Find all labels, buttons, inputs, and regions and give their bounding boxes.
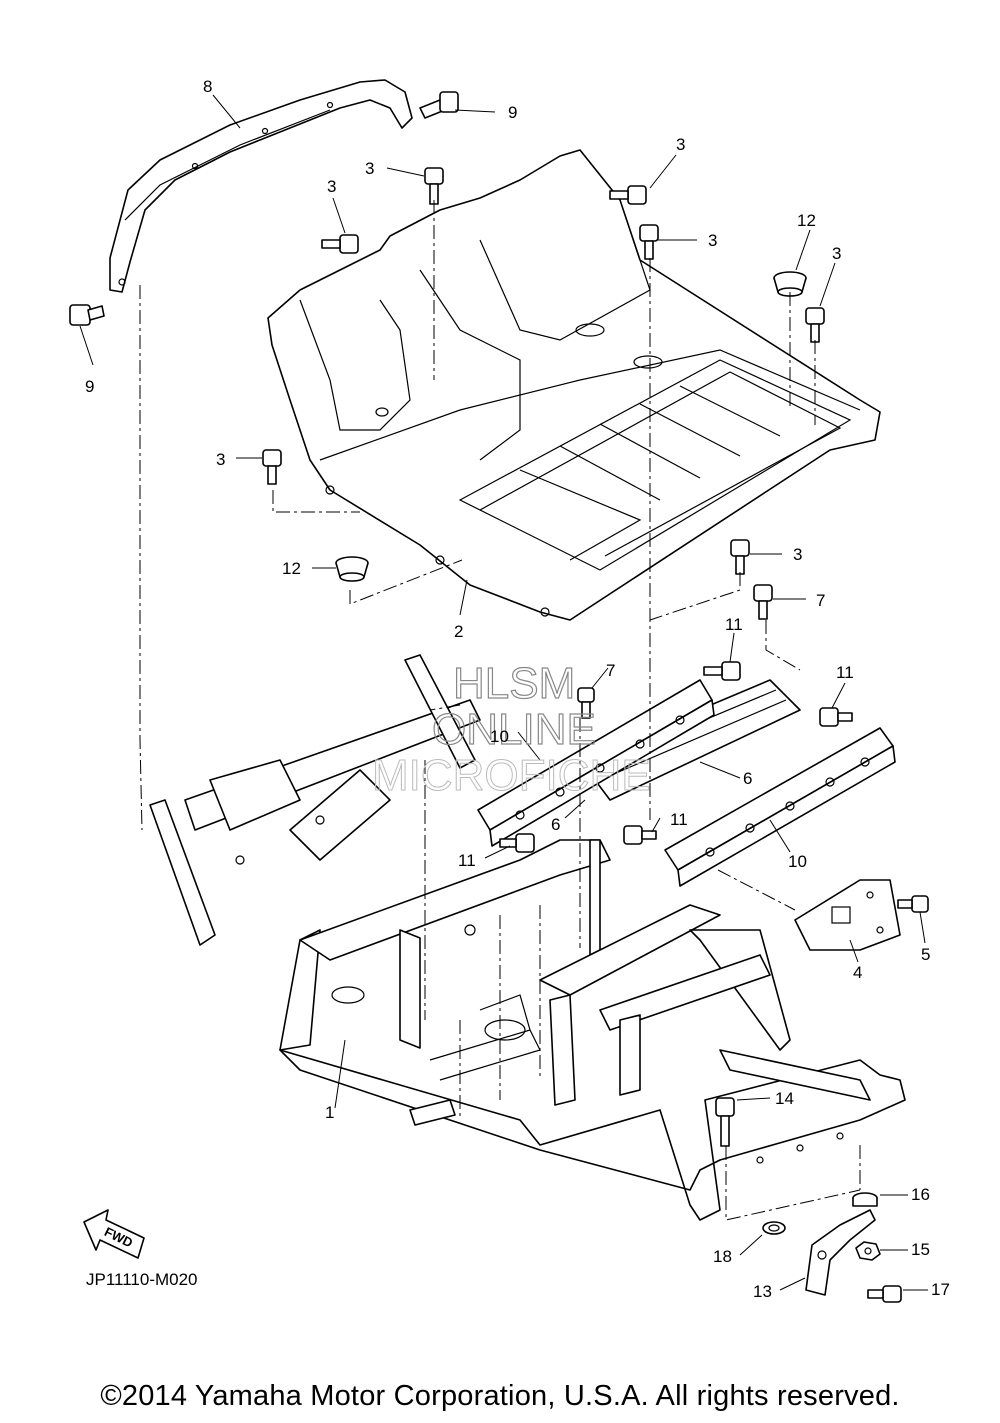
part-10-rail-right xyxy=(664,727,896,887)
part-4-bracket xyxy=(794,879,901,951)
bolt-3-f xyxy=(262,449,282,485)
callout-3-e: 3 xyxy=(832,244,841,263)
part-10-rail-left xyxy=(477,679,715,847)
watermark-line2: ONLINE xyxy=(432,705,596,754)
callout-12-upper: 12 xyxy=(797,211,816,230)
part-8-bar xyxy=(109,79,413,293)
callout-3-b: 3 xyxy=(327,177,336,196)
callout-10-a: 10 xyxy=(490,727,509,746)
diagram-code: JP11110-M020 xyxy=(86,1270,198,1289)
bolt-3-d xyxy=(639,224,659,260)
watermark-line1: HLSM xyxy=(453,659,575,708)
plug-12-upper xyxy=(773,271,807,297)
callout-9-lower: 9 xyxy=(85,377,94,396)
bolt-11-d xyxy=(623,825,657,845)
callout-1: 1 xyxy=(325,1103,334,1122)
callout-2: 2 xyxy=(454,622,463,641)
bolt-11-a xyxy=(703,661,741,681)
bolt-5 xyxy=(897,895,929,913)
callout-18: 18 xyxy=(713,1247,732,1266)
bolt-11-c xyxy=(499,833,535,853)
copyright-notice: ©2014 Yamaha Motor Corporation, U.S.A. A… xyxy=(100,1380,900,1412)
bolt-9-upper xyxy=(419,91,459,119)
callout-5: 5 xyxy=(921,945,930,964)
callout-11-c: 11 xyxy=(458,851,476,870)
callout-4: 4 xyxy=(853,963,862,982)
callout-3-d: 3 xyxy=(708,231,717,250)
callout-17: 17 xyxy=(931,1280,950,1299)
bolt-9-lower xyxy=(69,304,105,326)
callout-11-b: 11 xyxy=(836,663,854,682)
bolt-3-e xyxy=(805,307,825,343)
callout-8: 8 xyxy=(203,77,212,96)
watermark-line3: MICROFICHE xyxy=(372,751,651,800)
bolt-7-a xyxy=(753,584,773,620)
plug-12-lower xyxy=(335,556,369,582)
bolt-7-b xyxy=(577,687,595,719)
callout-7-b: 7 xyxy=(606,661,615,680)
bolt-3-a xyxy=(424,167,444,205)
nut-15 xyxy=(855,1241,881,1261)
callout-3-c: 3 xyxy=(676,135,685,154)
callout-9-upper: 9 xyxy=(508,103,517,122)
bolt-3-g xyxy=(730,539,750,575)
callout-11-a: 11 xyxy=(725,615,743,634)
callout-11-d: 11 xyxy=(670,810,688,829)
leader-lines xyxy=(79,94,928,1291)
bolt-3-c xyxy=(609,185,647,205)
callout-3-a: 3 xyxy=(365,159,374,178)
callout-12-lower: 12 xyxy=(282,559,301,578)
part-2-cargo-bed xyxy=(267,149,881,621)
fwd-arrow-icon: FWD xyxy=(83,1209,145,1259)
callout-6-b: 6 xyxy=(551,815,560,834)
callout-3-g: 3 xyxy=(793,545,802,564)
watermark: HLSM ONLINE MICROFICHE xyxy=(372,658,652,800)
callout-6-a: 6 xyxy=(743,769,752,788)
callout-15: 15 xyxy=(911,1240,930,1259)
bushing-16 xyxy=(852,1192,878,1207)
bolt-14 xyxy=(715,1097,735,1147)
collar-18 xyxy=(762,1221,786,1235)
bolt-11-b xyxy=(819,707,853,727)
callout-14: 14 xyxy=(775,1089,794,1108)
bolt-17 xyxy=(867,1285,902,1303)
callout-16: 16 xyxy=(911,1185,930,1204)
bolt-3-b xyxy=(321,234,359,254)
callout-10-b: 10 xyxy=(788,852,807,871)
callout-7-a: 7 xyxy=(816,591,825,610)
part-1-frame xyxy=(149,654,906,1221)
callout-labels: 8 9 9 3 3 3 3 3 3 3 12 12 2 7 7 11 11 11… xyxy=(85,77,950,1301)
callout-3-f: 3 xyxy=(216,450,225,469)
callout-13: 13 xyxy=(753,1282,772,1301)
part-13-bracket xyxy=(805,1209,876,1296)
